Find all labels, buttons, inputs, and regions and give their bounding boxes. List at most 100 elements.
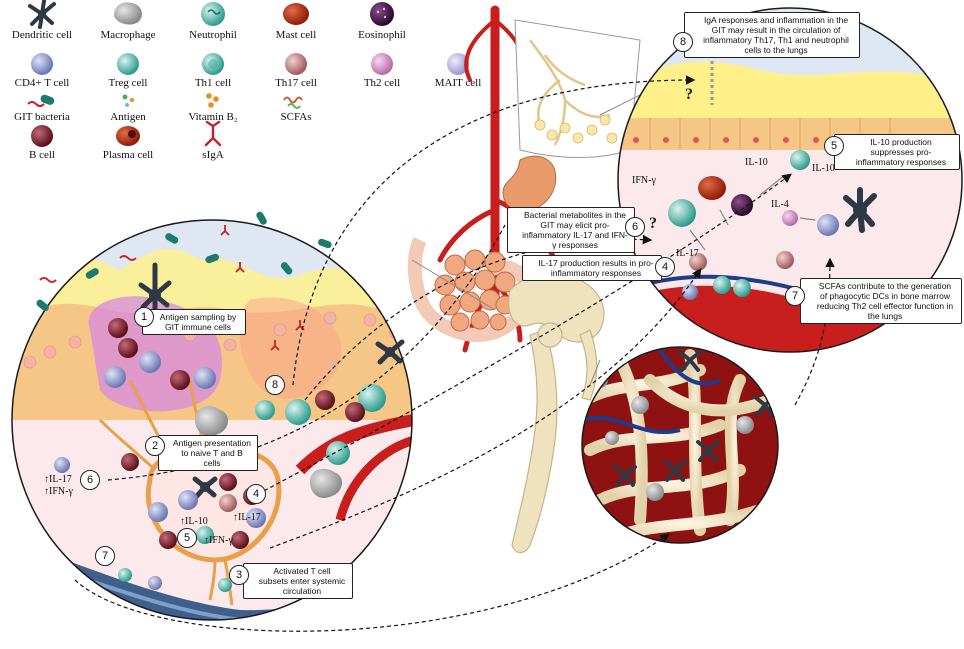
small-intestine (434, 249, 516, 332)
step-number-4: 4 (655, 257, 675, 277)
callout-text: Bacterial metabolites in the GIT may eli… (522, 210, 628, 250)
legend-item-vitamin-b2: Vitamin B₂ (171, 110, 255, 123)
step-number-2: 2 (145, 436, 165, 456)
legend-label: Th1 cell (194, 77, 232, 89)
gut-neutrophil (285, 399, 311, 425)
callout-iga-responses: IgA responses and inflammation in the GI… (684, 12, 860, 58)
lung-cd4-t-cell (682, 284, 698, 300)
large-intestine (407, 236, 534, 342)
eosinophil-icon (370, 2, 394, 26)
treg-cell-icon (117, 53, 139, 75)
legend-label: sIgA (202, 149, 224, 161)
th2-cell-icon (371, 53, 393, 75)
lung-label-il10: IL-10 (745, 157, 768, 168)
callout-antigen-sampling: Antigen sampling by GIT immune cells (142, 309, 246, 335)
gut-b-cell (170, 370, 190, 390)
lymph-node-label-il17: ↑IL-17 (233, 512, 261, 523)
legend-label: Plasma cell (102, 149, 154, 161)
legend-label: GIT bacteria (14, 111, 70, 123)
lung-airways (528, 39, 611, 146)
lymph-node-label-il10: ↑IL-10 (180, 516, 208, 527)
mast-cell-icon (283, 3, 309, 25)
gut-step-number-5: 5 (177, 528, 197, 548)
gut-dendritic-cell (375, 339, 405, 365)
macrophage-icon (114, 2, 142, 25)
legend-label: CD4+ T cell (14, 77, 70, 89)
gut-dendritic-cell (192, 476, 218, 499)
legend-item-b-cell: B cell (0, 148, 84, 161)
gut-label-ifn-gamma: ↑IFN-γ (44, 486, 73, 497)
gut-mucosa-magnified (11, 211, 413, 621)
legend-item-antigen: Antigen (86, 110, 170, 123)
legend-item-th1-cell: Th1 cell (171, 76, 255, 89)
lung-question-mark-upper: ? (685, 86, 693, 103)
gut-treg-cell (196, 526, 214, 544)
gut-b-cell (345, 402, 365, 422)
lung-neutrophil (713, 276, 731, 294)
th1-cell-icon (202, 53, 224, 75)
gut-b-cell (121, 453, 139, 471)
step-number-5: 5 (824, 136, 844, 156)
gut-step-number-8: 8 (265, 375, 285, 395)
gut-macrophage (310, 468, 343, 499)
bone-marrow-magnified (581, 346, 779, 544)
gut-b-cell (159, 531, 177, 549)
callout-systemic-circulation: Activated T cell subsets enter systemic … (243, 563, 353, 599)
vitamin-b2-icon (206, 93, 219, 108)
stomach (502, 155, 557, 212)
gut-b-cell (219, 473, 237, 491)
dendritic-cell-icon (28, 0, 56, 29)
legend-label: SCFAs (280, 111, 312, 123)
legend-item-plasma-cell: Plasma cell (86, 148, 170, 161)
legend-item-neutrophil: Neutrophil (171, 28, 255, 41)
gut-blood-cell (218, 578, 232, 592)
gut-neutrophil (358, 384, 386, 412)
callout-scfas-phagocytic-dcs: SCFAs contribute to the generation of ph… (800, 278, 962, 324)
callout-text: IL-10 production suppresses pro-inflamma… (855, 137, 947, 167)
lung-th2-cell (782, 210, 798, 226)
legend-item-mait-cell: MAIT cell (416, 76, 500, 89)
gut-cd4-t-cell (194, 367, 216, 389)
legend-item-th17-cell: Th17 cell (254, 76, 338, 89)
legend-label: Macrophage (100, 29, 156, 41)
legend-item-scfas: SCFAs (254, 110, 338, 123)
callout-il17-production: IL-17 production results in pro-inflamma… (522, 255, 662, 281)
gut-blood-cell (148, 576, 162, 590)
mait-cell-icon (447, 53, 469, 75)
lung-label-il10-right: IL-10 (812, 163, 835, 174)
th17-cell-icon (285, 53, 307, 75)
gut-neutrophil (255, 400, 275, 420)
step-number-3: 3 (229, 565, 249, 585)
lung-th1-cell (668, 199, 696, 227)
legend-item-treg-cell: Treg cell (86, 76, 170, 89)
legend-label: Mast cell (275, 29, 317, 41)
legend-item-git-bacteria: GIT bacteria (0, 110, 84, 123)
callout-bacterial-metabolites: Bacterial metabolites in the GIT may eli… (507, 207, 635, 253)
gut-b-cell (118, 338, 138, 358)
gut-step-number-4: 4 (246, 484, 266, 504)
gut-cd4-t-cell (148, 502, 168, 522)
gut-cd4-t-cell (54, 457, 70, 473)
siga-icon (204, 120, 222, 147)
lung-label-ifn-gamma: IFN-γ (632, 175, 656, 186)
lumen-siga (39, 225, 305, 351)
gut-label-il17: ↑IL-17 (44, 474, 72, 485)
callout-text: IL-17 production results in pro-inflamma… (538, 258, 654, 278)
legend-label: Dendritic cell (11, 29, 73, 41)
legend-label: Th2 cell (363, 77, 401, 89)
dashed-connectors (74, 75, 835, 632)
legend-item-dendritic-cell: Dendritic cell (0, 28, 84, 41)
zoom-line-bone (589, 359, 601, 386)
legend-item-eosinophil: Eosinophil (340, 28, 424, 41)
callout-text: Activated T cell subsets enter systemic … (258, 566, 346, 596)
gut-cd4-t-cell (139, 351, 161, 373)
step-number-7: 7 (785, 286, 805, 306)
scfa-icon (283, 96, 303, 109)
callout-text: Antigen presentation to naive T and B ce… (173, 438, 251, 468)
lung-th17-cell (776, 251, 794, 269)
gut-macrophage (195, 406, 229, 437)
gut-blood-cell (118, 568, 132, 582)
gut-b-cell (315, 390, 335, 410)
lung-neutrophil (733, 279, 751, 297)
legend-icons (27, 0, 469, 147)
